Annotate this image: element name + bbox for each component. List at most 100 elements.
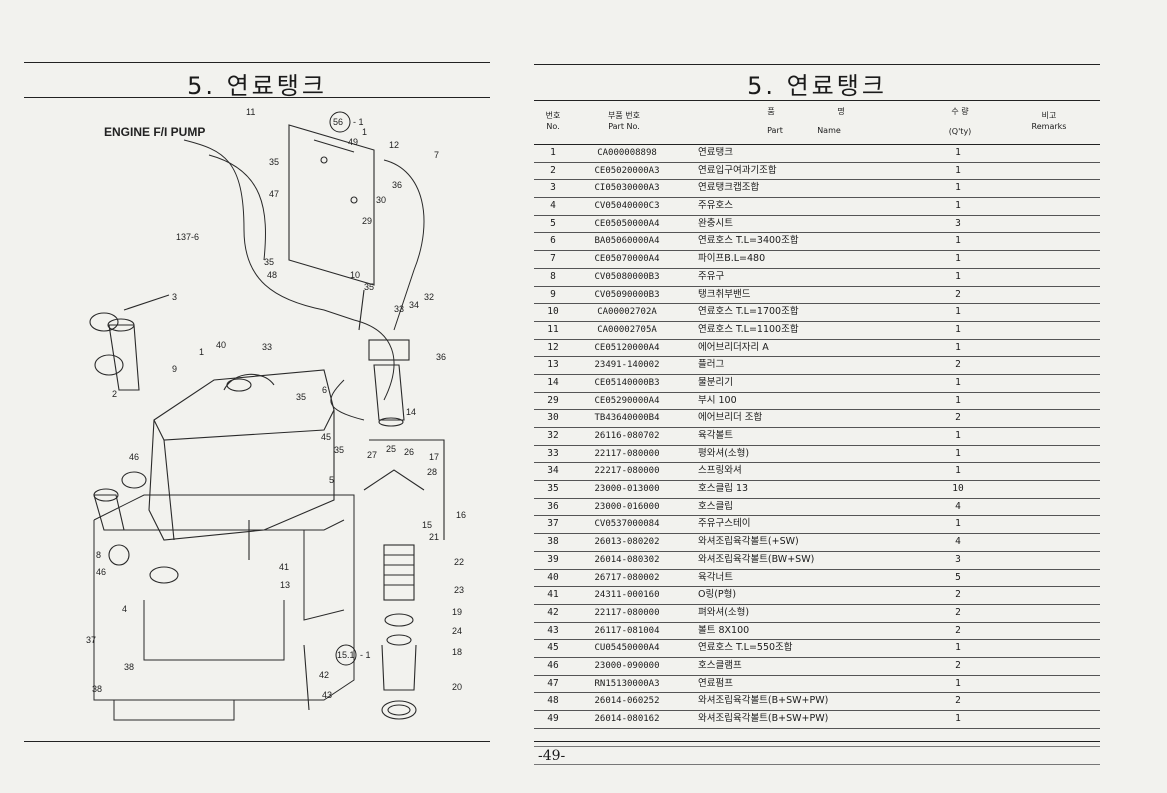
row-quantity: 1 [955, 430, 961, 441]
row-part-number: CU05450000A4 [594, 643, 660, 654]
header-no-kr: 번호 [545, 111, 561, 120]
row-number: 7 [550, 253, 556, 265]
part-label: 35 [296, 392, 306, 402]
row-quantity: 1 [955, 518, 961, 530]
row-number: 38 [547, 536, 559, 548]
part-label: 33 [262, 342, 272, 352]
row-number: 10 [547, 306, 559, 318]
left-title-rule [24, 97, 490, 98]
part-label: 46 [129, 452, 139, 462]
row-part-number: 26014-080302 [594, 554, 660, 565]
row-part-number: CV05080000B3 [594, 271, 660, 282]
part-label: 42 [319, 670, 329, 680]
row-part-name: 스프링와셔 [698, 465, 742, 477]
row-quantity: 1 [955, 323, 961, 335]
part-label: 16 [456, 510, 466, 520]
row-number: 5 [550, 217, 556, 229]
part-label: 47 [269, 189, 279, 199]
row-number: 4 [550, 200, 556, 212]
row-quantity: 1 [955, 270, 961, 282]
row-number: 13 [547, 359, 559, 371]
row-part-name: 와셔조립육각볼트(+SW) [698, 536, 799, 548]
row-part-number: 26717-080002 [594, 572, 660, 583]
row-part-name: 연료호스 T.L=1700조합 [698, 306, 799, 318]
row-number: 3 [550, 182, 556, 194]
row-number: 14 [547, 376, 559, 388]
row-quantity: 2 [955, 288, 961, 300]
part-label: 48 [267, 270, 277, 280]
row-part-name: 펴와셔(소형) [698, 606, 750, 618]
row-part-name: 연료탱크 [698, 147, 733, 158]
part-label: 36 [392, 180, 402, 190]
row-part-number: 22217-080000 [594, 466, 660, 477]
row-part-name: O링(P형) [698, 589, 737, 601]
row-quantity: 1 [955, 677, 961, 689]
part-label: 45 [321, 432, 331, 442]
row-part-name: 부시 100 [698, 394, 737, 406]
fuel-filter-assembly [363, 439, 445, 720]
row-part-number: CV05090000B3 [594, 289, 660, 300]
row-part-number: 26013-080202 [594, 537, 660, 548]
row-part-name: 플러그 [698, 359, 725, 371]
row-number: 34 [547, 465, 559, 477]
row-part-name: 연료호스 T.L=3400조합 [698, 235, 799, 247]
part-label: 1 [199, 347, 204, 357]
row-number: 1 [550, 147, 556, 158]
part-label: 32 [424, 292, 434, 302]
part-label: 11 [246, 107, 255, 117]
row-quantity: 1 [955, 394, 961, 406]
row-number: 30 [547, 412, 559, 424]
breather-plate [288, 124, 375, 286]
row-quantity: 1 [955, 147, 961, 158]
part-label: 43 [322, 690, 332, 700]
part-label: 13 [280, 580, 290, 590]
blank-row [534, 747, 1100, 765]
part-label: 9 [172, 364, 177, 374]
row-part-number: RN15130000A3 [594, 678, 660, 689]
row-number: 32 [547, 430, 559, 441]
row-part-number: 23491-140002 [594, 360, 660, 371]
row-number: 35 [547, 483, 559, 495]
row-part-number: BA05060000A4 [594, 236, 660, 247]
part-label: 1 [362, 127, 367, 137]
row-quantity: 4 [955, 536, 961, 548]
row-number: 29 [547, 394, 559, 406]
row-part-name: 에어브리더 조합 [698, 412, 763, 424]
part-label: 19 [452, 607, 462, 617]
header-remarks-en: Remarks [1031, 122, 1067, 131]
right-page-title: 5. 연료탱크 [747, 72, 887, 100]
row-part-name: 와셔조립육각볼트(B+SW+PW) [698, 713, 829, 724]
row-part-number: 26014-080162 [594, 714, 660, 724]
part-label: 40 [216, 340, 226, 350]
header-qty-kr: 수 량 [951, 107, 969, 116]
row-number: 36 [547, 500, 559, 512]
row-part-number: CA00002702A [597, 307, 657, 318]
row-part-number: CE05050000A4 [594, 218, 660, 229]
part-label: 26 [404, 447, 414, 457]
part-label: 29 [362, 216, 372, 226]
left-bottom-rule [24, 741, 490, 742]
row-part-name: 파이프B.L=480 [698, 253, 766, 265]
row-part-number: CV05040000C3 [594, 201, 660, 212]
part-label: 37 [86, 635, 96, 645]
row-number: 40 [547, 571, 559, 583]
callout-137-6: 137-6 [176, 232, 199, 242]
part-label: 6 [322, 385, 327, 395]
row-part-name: 육각너트 [698, 571, 733, 583]
row-part-name: 호스클립 13 [698, 483, 749, 495]
hose-10 [358, 289, 365, 331]
